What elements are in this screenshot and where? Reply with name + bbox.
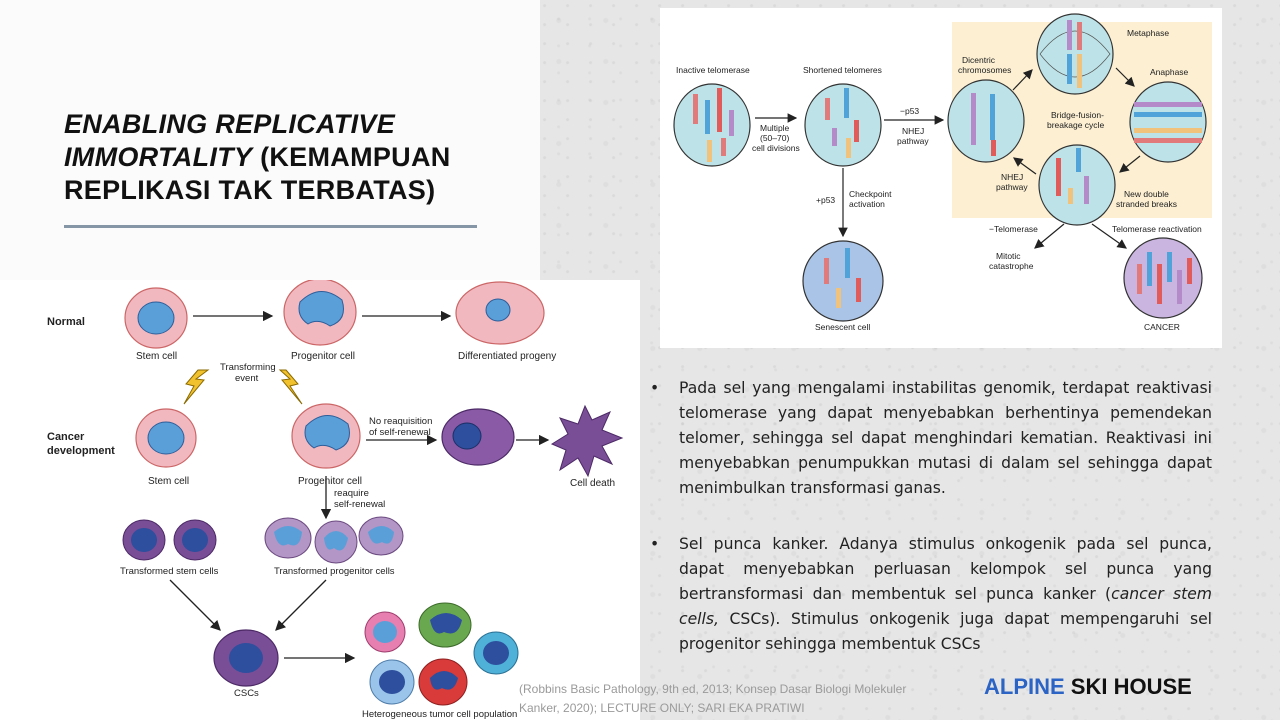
transformed-stem-cells	[122, 519, 217, 561]
brand-logo: ALPINE SKI HOUSE	[984, 674, 1192, 700]
normal-progenitor-cell	[283, 278, 357, 346]
citation: (Robbins Basic Pathology, 9th ed, 2013; …	[519, 682, 907, 715]
transforming-label-2: event	[235, 373, 259, 384]
slide-title: ENABLING REPLICATIVE IMMORTALITY (KEMAMP…	[64, 108, 484, 207]
inactive-telomerase-cell	[673, 83, 751, 167]
multiple-label-3: cell divisions	[752, 143, 800, 153]
mitotic-label-1: Mitotic	[996, 251, 1021, 261]
no-reacq-label-2: of self-renewal	[369, 427, 431, 438]
dead-cell-icon	[550, 404, 624, 478]
arrow	[275, 579, 327, 631]
mitotic-label-2: catastrophe	[989, 261, 1034, 271]
telomere-figure: Inactive telomerase Shortened telomeres …	[660, 8, 1222, 348]
background-left	[0, 0, 540, 280]
cancer-cell	[1123, 237, 1203, 319]
anaphase-cell	[1129, 81, 1207, 163]
senescent-label: Senescent cell	[815, 322, 870, 332]
arrow	[1119, 155, 1141, 173]
dicentric-label-1: Dicentric	[962, 55, 996, 65]
purple-differentiated-cell	[441, 408, 515, 466]
transformed-stem-label: Transformed stem cells	[120, 566, 219, 577]
stem-cell-2-label: Stem cell	[148, 476, 189, 487]
heterogeneous-label: Heterogeneous tumor cell population	[362, 709, 517, 720]
nhej2-label-2: pathway	[996, 182, 1028, 192]
arrow	[1013, 157, 1037, 175]
cscs-label: CSCs	[234, 688, 259, 699]
normal-stem-cell	[124, 287, 188, 349]
dicentric-cell	[947, 79, 1025, 163]
arrow	[1115, 67, 1135, 87]
row-normal-label: Normal	[47, 316, 85, 328]
shortened-label: Shortened telomeres	[803, 65, 882, 75]
metaphase-label: Metaphase	[1127, 28, 1169, 38]
multiple-label-2: (50–70)	[760, 133, 789, 143]
new-double-label-2: stranded breaks	[1116, 199, 1177, 209]
lightning-icon	[278, 369, 303, 405]
transforming-label-1: Transforming	[220, 362, 276, 373]
nhej-label-2: pathway	[897, 136, 929, 146]
brand-accent: ALPINE	[984, 674, 1065, 699]
checkpoint-label-1: Checkpoint	[849, 189, 892, 199]
nhej-label-1: NHEJ	[902, 126, 924, 136]
telomerase-react-label: Telomerase reactivation	[1112, 224, 1202, 234]
bullet-item: Sel punca kanker. Adanya stimulus onkoge…	[650, 532, 1212, 657]
cancer-progenitor-cell	[291, 403, 361, 469]
lightning-icon	[183, 369, 210, 405]
bullet-text: Sel punca kanker. Adanya stimulus onkoge…	[679, 535, 1212, 603]
arrow	[169, 579, 221, 631]
stem-cell-figure: Normal Cancer development Stem cell Prog…	[0, 278, 640, 720]
dicentric-label-2: chromosomes	[958, 65, 1011, 75]
row-cancer-label-1: Cancer	[47, 431, 85, 443]
new-double-label-1: New double	[1124, 189, 1169, 199]
transformed-progenitor-cells	[264, 516, 404, 564]
dsb-cell	[1038, 144, 1116, 226]
transformed-prog-label: Transformed progenitor cells	[274, 566, 395, 577]
minus-p53-label: −p53	[900, 106, 919, 116]
csc-cell	[213, 629, 279, 687]
arrow	[1091, 223, 1127, 249]
bullet-list: Pada sel yang mengalami instabilitas gen…	[650, 376, 1212, 688]
progenitor-cell-label: Progenitor cell	[291, 351, 355, 362]
minus-telomerase-label: −Telomerase	[989, 224, 1038, 234]
differentiated-label: Differentiated progeny	[458, 351, 556, 362]
progenitor-cell-2-label: Progenitor cell	[298, 476, 362, 487]
reacquire-label-1: reaquire	[334, 488, 369, 499]
title-italic-part: ENABLING REPLICATIVE IMMORTALITY	[64, 109, 396, 172]
checkpoint-label-2: activation	[849, 199, 885, 209]
brand-rest: SKI HOUSE	[1064, 674, 1192, 699]
cancer-label: CANCER	[1144, 322, 1180, 332]
shortened-telomeres-cell	[804, 83, 882, 167]
arrow	[1012, 69, 1033, 91]
stem-cell-label: Stem cell	[136, 351, 177, 362]
senescent-cell	[802, 240, 884, 322]
bullet-text: CSCs). Stimulus onkogenik juga dapat mem…	[679, 610, 1212, 653]
heterogeneous-tumor-cells	[364, 602, 519, 706]
title-underline	[64, 225, 477, 228]
metaphase-cell	[1036, 13, 1114, 95]
bfb-label-1: Bridge-fusion-	[1051, 110, 1104, 120]
nhej2-label-1: NHEJ	[1001, 172, 1023, 182]
plus-p53-label: +p53	[816, 195, 835, 205]
differentiated-cell	[455, 281, 545, 345]
bullet-item: Pada sel yang mengalami instabilitas gen…	[650, 376, 1212, 501]
bfb-label-2: breakage cycle	[1047, 120, 1104, 130]
inactive-label: Inactive telomerase	[676, 65, 750, 75]
anaphase-label: Anaphase	[1150, 67, 1189, 77]
reacquire-label-2: self-renewal	[334, 499, 385, 510]
arrow	[1034, 223, 1065, 249]
row-cancer-label-2: development	[47, 445, 115, 457]
multiple-label-1: Multiple	[760, 123, 790, 133]
bullet-italic-text: cancer stem cells,	[679, 585, 1212, 628]
cell-death-label: Cell death	[570, 478, 615, 489]
no-reacq-label-1: No reaquisition	[369, 416, 432, 427]
cancer-stem-cell	[135, 408, 197, 468]
title-rest-part: (KEMAMPUAN REPLIKASI TAK TERBATAS)	[64, 142, 451, 205]
